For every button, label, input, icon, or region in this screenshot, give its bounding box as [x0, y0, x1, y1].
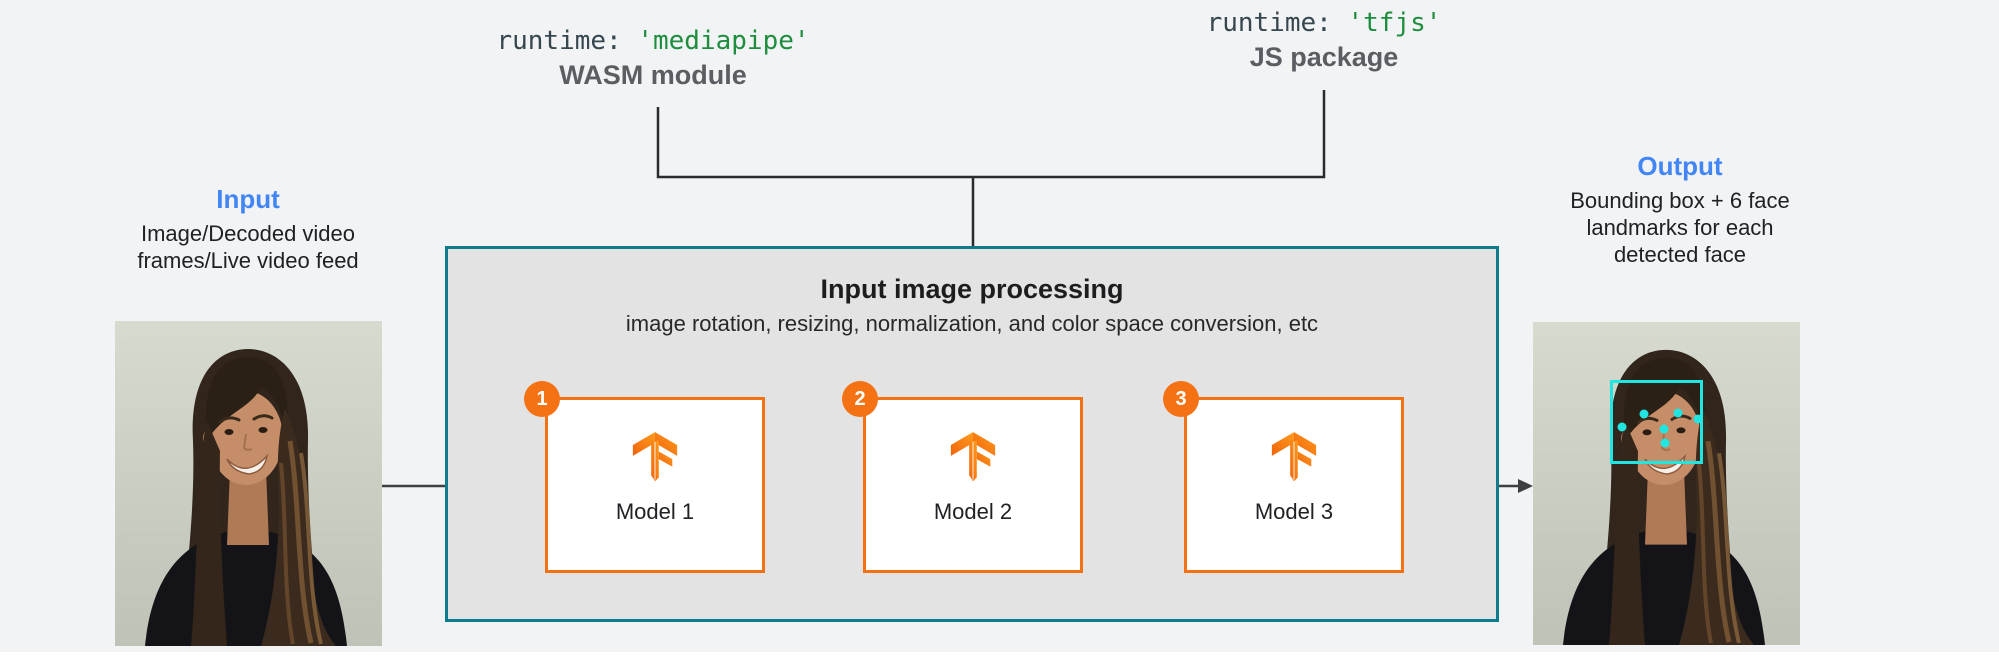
- input-photo: [115, 321, 382, 646]
- processing-box: Input image processing image rotation, r…: [445, 246, 1499, 622]
- arrowhead-icon: [1518, 479, 1533, 493]
- model-label-1: Model 1: [615, 499, 695, 524]
- face-landmark-dot: [1617, 422, 1627, 432]
- step-badge-2: 2: [842, 381, 878, 417]
- output-description-line: Bounding box + 6 face: [1570, 188, 1790, 213]
- runtime-bracket-line: [656, 90, 1326, 179]
- tensorflow-logo-icon: [1271, 431, 1317, 482]
- processing-subtitle: image rotation, resizing, normalization,…: [625, 311, 1319, 336]
- input-description: Image/Decoded video frames/Live video fe…: [137, 220, 358, 274]
- face-landmark-dot: [1639, 409, 1649, 419]
- tensorflow-logo-icon: [950, 431, 996, 482]
- model-label-2: Model 2: [933, 499, 1013, 524]
- model-label-3: Model 3: [1254, 499, 1334, 524]
- output-description-line: landmarks for each: [1586, 215, 1774, 240]
- face-bounding-box: [1610, 380, 1703, 464]
- code-key: runtime:: [496, 26, 638, 56]
- step-badge-1: 1: [524, 381, 560, 417]
- face-landmark-dot: [1673, 408, 1683, 418]
- tensorflow-logo-icon: [632, 431, 678, 482]
- face-landmark-dot: [1660, 438, 1670, 448]
- output-description: Bounding box + 6 face landmarks for each…: [1570, 187, 1790, 268]
- face-landmark-dot: [1693, 414, 1703, 424]
- output-description-line: detected face: [1613, 242, 1747, 267]
- runtime-code-tfjs: runtime: 'tfjs': [1207, 8, 1442, 38]
- model-box-2: 2 Model 2: [842, 381, 1083, 573]
- runtime-code-mediapipe: runtime: 'mediapipe': [496, 26, 809, 56]
- portrait-image: [115, 321, 382, 646]
- bottom-strip: [0, 652, 1999, 665]
- input-description-line: frames/Live video feed: [137, 248, 359, 273]
- model-box-1: 1 Model 1: [524, 381, 765, 573]
- runtime-caption-mediapipe: WASM module: [559, 60, 747, 90]
- code-value: 'mediapipe': [637, 26, 810, 56]
- output-title: Output: [1637, 151, 1723, 181]
- step-badge-3: 3: [1163, 381, 1199, 417]
- input-description-line: Image/Decoded video: [140, 221, 356, 246]
- model-box-3: 3 Model 3: [1163, 381, 1404, 573]
- code-key: runtime:: [1206, 8, 1348, 38]
- face-landmark-dot: [1659, 424, 1669, 434]
- portrait-image: [1533, 322, 1800, 645]
- input-title: Input: [216, 184, 280, 214]
- code-value: 'tfjs': [1347, 8, 1442, 38]
- input-label-group: Input Image/Decoded video frames/Live vi…: [137, 184, 358, 274]
- output-photo: [1533, 322, 1800, 645]
- runtime-label-tfjs: runtime: 'tfjs' JS package: [1207, 8, 1442, 73]
- runtime-caption-tfjs: JS package: [1249, 42, 1399, 72]
- runtime-label-mediapipe: runtime: 'mediapipe' WASM module: [496, 26, 809, 91]
- output-label-group: Output Bounding box + 6 face landmarks f…: [1570, 151, 1790, 268]
- processing-title: Input image processing: [820, 274, 1124, 304]
